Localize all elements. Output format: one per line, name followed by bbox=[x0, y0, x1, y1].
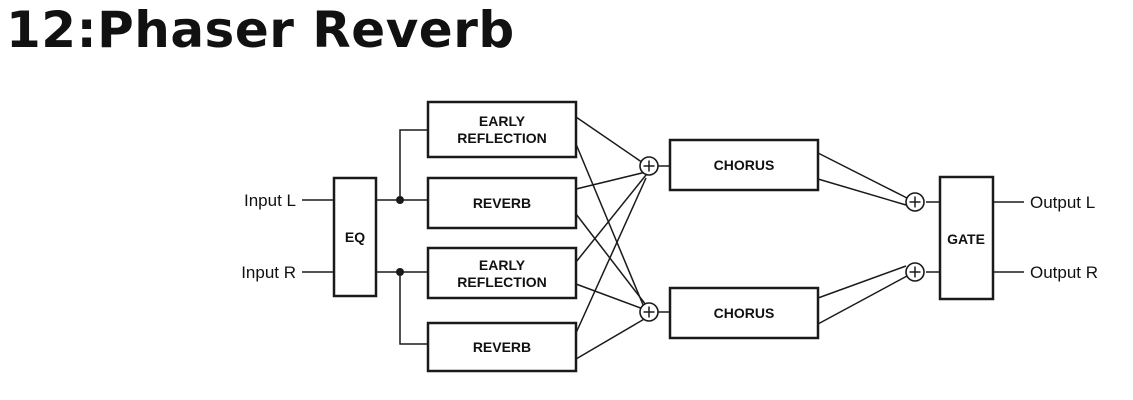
reverb-block-l: REVERB bbox=[426, 176, 578, 230]
output-l-label: Output L bbox=[1030, 193, 1095, 212]
chorus-block-r: CHORUS bbox=[668, 286, 820, 340]
wire-rev-r-b bbox=[575, 317, 647, 360]
early-reflection-r-label-1: EARLY bbox=[479, 257, 526, 273]
chorus-block-l: CHORUS bbox=[668, 138, 820, 192]
junction-dot-r bbox=[396, 268, 404, 276]
wire-er-r-a bbox=[575, 174, 647, 263]
output-r-label: Output R bbox=[1030, 263, 1098, 282]
sum-junction-out-r bbox=[905, 262, 925, 282]
early-reflection-r-label-2: REFLECTION bbox=[457, 274, 546, 290]
wire-chorus-r-b bbox=[817, 275, 908, 325]
wire-chorus-l-a bbox=[817, 152, 908, 199]
wire-er-l-b bbox=[575, 143, 647, 313]
gate-block: GATE bbox=[938, 175, 995, 301]
wire-rev-l-a bbox=[575, 171, 647, 190]
early-reflection-block-l: EARLY REFLECTION bbox=[426, 100, 578, 159]
eq-label: EQ bbox=[345, 229, 365, 245]
input-l-label: Input L bbox=[244, 191, 296, 210]
wire-chorus-r-a bbox=[817, 265, 907, 299]
reverb-block-r: REVERB bbox=[426, 321, 578, 373]
sum-junction-l bbox=[639, 156, 659, 176]
sum-junction-r bbox=[639, 302, 659, 322]
page-title: 12:Phaser Reverb bbox=[6, 1, 515, 59]
chorus-l-label: CHORUS bbox=[714, 157, 775, 173]
wire-rev-l-b bbox=[575, 213, 647, 306]
early-reflection-l-label-1: EARLY bbox=[479, 113, 526, 129]
wire-er-l-a bbox=[575, 116, 647, 166]
wire-er-r-b bbox=[575, 283, 647, 311]
junction-dot-l bbox=[396, 196, 404, 204]
wire-split-rev-r bbox=[399, 272, 428, 345]
gate-label: GATE bbox=[947, 231, 985, 247]
eq-block: EQ bbox=[332, 176, 378, 298]
wire-split-er-l bbox=[399, 129, 428, 200]
reverb-l-label: REVERB bbox=[473, 195, 531, 211]
sum-junction-out-l bbox=[905, 192, 925, 212]
early-reflection-block-r: EARLY REFLECTION bbox=[426, 246, 578, 300]
input-r-label: Input R bbox=[241, 263, 296, 282]
wire-chorus-l-b bbox=[817, 178, 907, 206]
chorus-r-label: CHORUS bbox=[714, 305, 775, 321]
wire-rev-r-a bbox=[575, 177, 647, 334]
early-reflection-l-label-2: REFLECTION bbox=[457, 130, 546, 146]
reverb-r-label: REVERB bbox=[473, 339, 531, 355]
